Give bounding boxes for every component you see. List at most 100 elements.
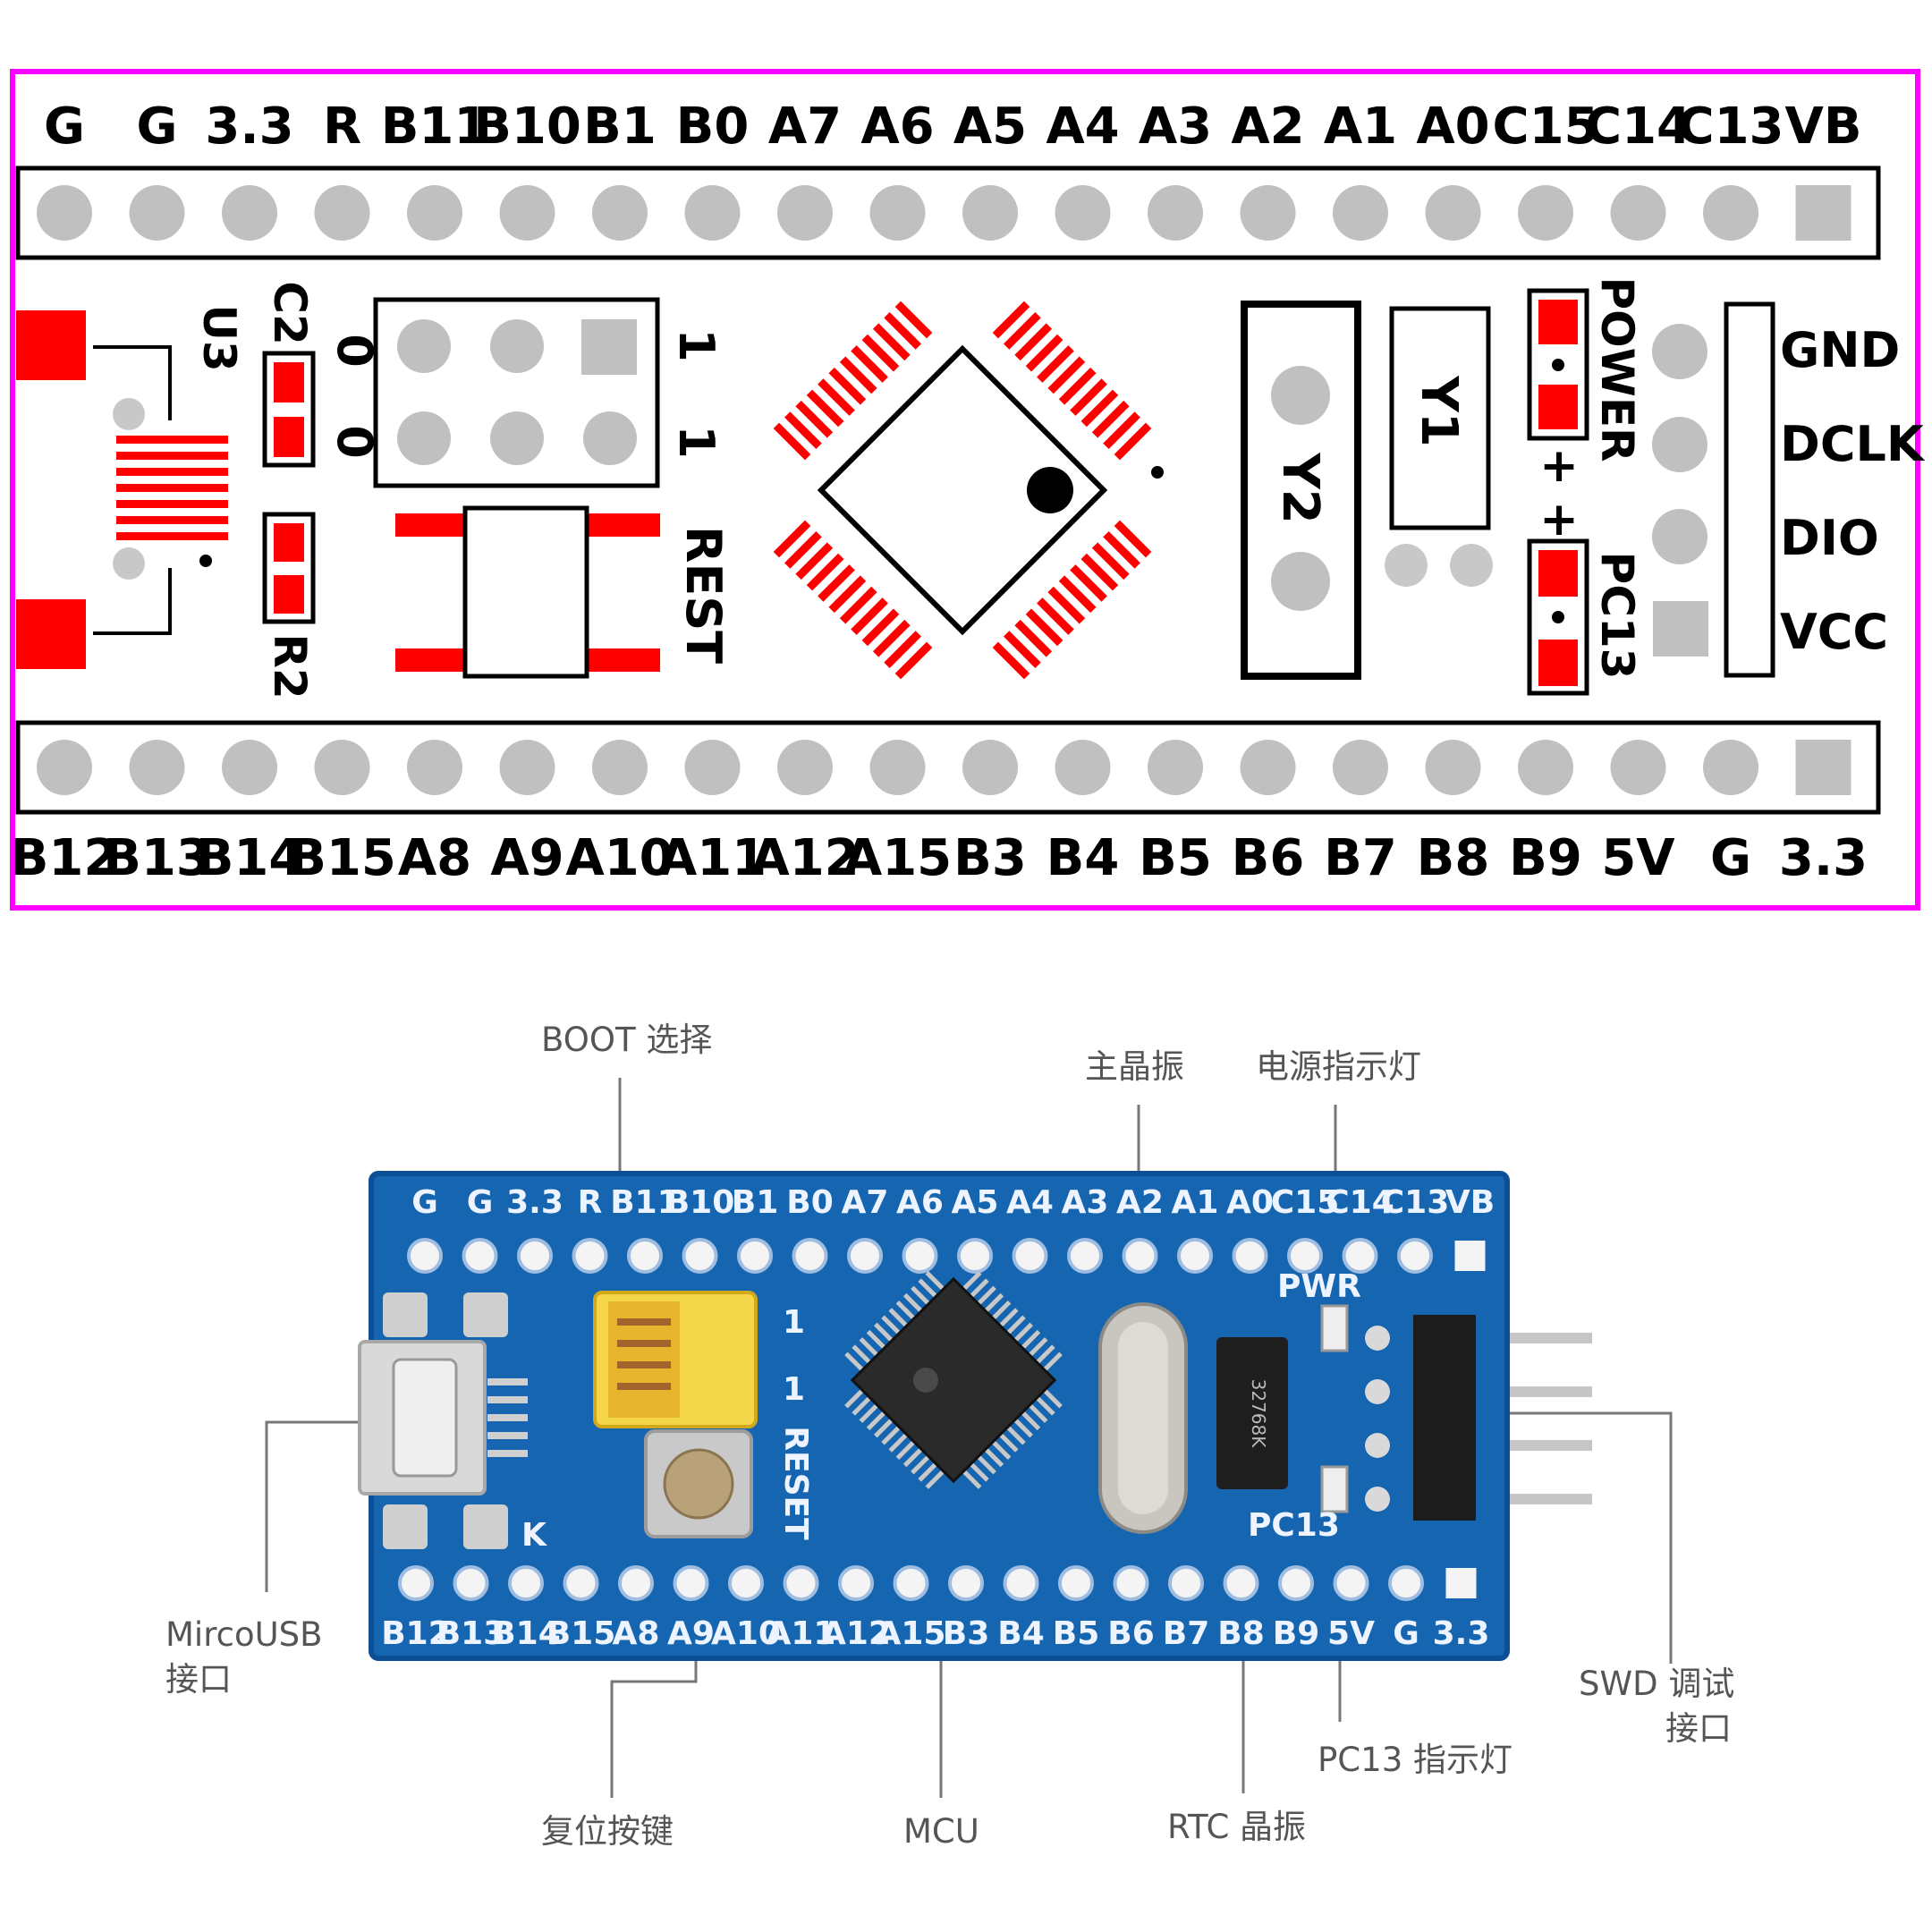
boot-hole — [490, 411, 544, 465]
swd-pin-label: DIO — [1780, 510, 1879, 566]
mcu-pad — [806, 553, 844, 591]
mcu-pad — [872, 323, 911, 361]
board-hole — [1003, 1565, 1039, 1601]
y2-hole — [1271, 366, 1330, 425]
crystal-can-inner — [1118, 1322, 1168, 1514]
boot-one-label: 1 — [668, 328, 724, 362]
board-bottom-pin-label: 5V — [1327, 1615, 1375, 1652]
mcu-lead — [1005, 1315, 1026, 1335]
y1-hole — [1385, 544, 1428, 587]
mcu-lead — [1035, 1395, 1055, 1416]
header-hole — [1703, 740, 1758, 795]
swd-pad — [1365, 1326, 1390, 1351]
y2-outline — [1241, 301, 1361, 680]
mcu-chip-leads — [844, 1271, 1063, 1489]
board-top-pin-label: A3 — [1062, 1184, 1109, 1221]
header-hole — [37, 740, 92, 795]
power-led-outline — [1527, 288, 1589, 441]
board-bottom-pin-label: A9 — [667, 1615, 715, 1652]
mcu-pad — [1047, 586, 1086, 624]
board-hole — [618, 1565, 654, 1601]
swd-hole — [1652, 509, 1707, 564]
reset-button: RESET — [644, 1426, 814, 1540]
mcu-pad — [795, 400, 834, 438]
reset-board-label: RESET — [777, 1426, 814, 1540]
mcu-pad — [894, 301, 933, 339]
header-hole — [1333, 740, 1388, 795]
pin1-dot — [199, 555, 212, 567]
board-top-pin-label: A0 — [1226, 1184, 1274, 1221]
board-hole — [1333, 1565, 1369, 1601]
rtc-marking: 32768K — [1248, 1379, 1269, 1449]
board-hole — [453, 1565, 489, 1601]
mcu-pad — [806, 389, 844, 428]
board-bottom-pin-label: B15 — [547, 1615, 616, 1652]
usb-fingers — [116, 436, 228, 540]
usb-hole — [113, 398, 145, 430]
main-crystal-callout: 主晶振 — [1085, 1047, 1184, 1086]
mcu-lead — [911, 1285, 931, 1306]
mcu-pad — [1103, 530, 1140, 569]
board-bottom-pin-label: B8 — [1217, 1615, 1265, 1652]
mcu-pin1-dot — [1151, 466, 1164, 479]
usb-finger — [116, 436, 228, 444]
mcu-pad — [818, 378, 855, 416]
header-hole — [314, 740, 370, 795]
header-hole — [222, 185, 277, 241]
header-hole-square — [1795, 740, 1852, 795]
bottom-pin-label: B5 — [1139, 829, 1212, 887]
mcu-chip — [844, 1271, 1063, 1489]
swd-leader — [1492, 1411, 1673, 1664]
board-hole — [1388, 1565, 1424, 1601]
pc13-callout: PC13 指示灯 — [1318, 1741, 1513, 1779]
top-pin-label: C13 — [1677, 97, 1784, 156]
reset-body — [462, 505, 589, 679]
board-hole — [508, 1565, 544, 1601]
pc13-led-pad — [1538, 550, 1578, 597]
header-hole — [869, 185, 926, 241]
header-hole — [1333, 185, 1388, 241]
boot-callout: BOOT 选择 — [541, 1021, 712, 1059]
header-hole — [222, 740, 277, 795]
c2-outline — [262, 351, 316, 468]
usb-tab — [383, 1292, 428, 1337]
mcu-lead — [1028, 1402, 1048, 1423]
board-top-pin-label: G — [411, 1184, 438, 1221]
top-pin-label: B0 — [676, 97, 750, 156]
jumper-stripes — [617, 1318, 671, 1390]
board-hole — [728, 1565, 764, 1601]
board-hole — [783, 1565, 819, 1601]
power-led-pad — [1538, 385, 1578, 429]
power-led-footprint: POWER + — [1527, 277, 1643, 493]
mcu-lead — [844, 1388, 865, 1409]
mcu-lead — [969, 1278, 989, 1299]
mcu-pad — [884, 631, 922, 668]
y2-hole — [1271, 552, 1330, 611]
mcu-lead — [902, 1447, 923, 1468]
board-top-pin-label: A7 — [842, 1184, 889, 1221]
reset-button-cap — [663, 1448, 734, 1520]
mcu-lead — [852, 1344, 872, 1365]
board-top-pin-label: C15 — [1271, 1184, 1340, 1221]
mcu-lead — [925, 1271, 945, 1292]
header-hole — [684, 740, 741, 795]
board-bottom-pin-label: B6 — [1107, 1615, 1155, 1652]
board-hole — [572, 1238, 608, 1274]
board-hole — [398, 1565, 434, 1601]
mcu-lead — [895, 1440, 916, 1460]
swd-pad — [1365, 1379, 1390, 1404]
header-hole — [1610, 185, 1666, 241]
board-top-holes — [407, 1238, 1486, 1274]
mcu-pad — [894, 641, 933, 680]
rtc-callout: RTC 晶振 — [1167, 1808, 1306, 1846]
mcu-lead — [902, 1292, 923, 1313]
pwr-board-label: PWR — [1277, 1268, 1361, 1305]
top-pin-label: C15 — [1492, 97, 1598, 156]
reset-pad — [581, 513, 660, 537]
mcu-pad — [839, 586, 877, 624]
bottom-pin-label: G — [1710, 829, 1751, 887]
usb-tab — [463, 1504, 508, 1549]
bottom-pin-label: B9 — [1509, 829, 1582, 887]
usb-hole — [113, 547, 145, 580]
